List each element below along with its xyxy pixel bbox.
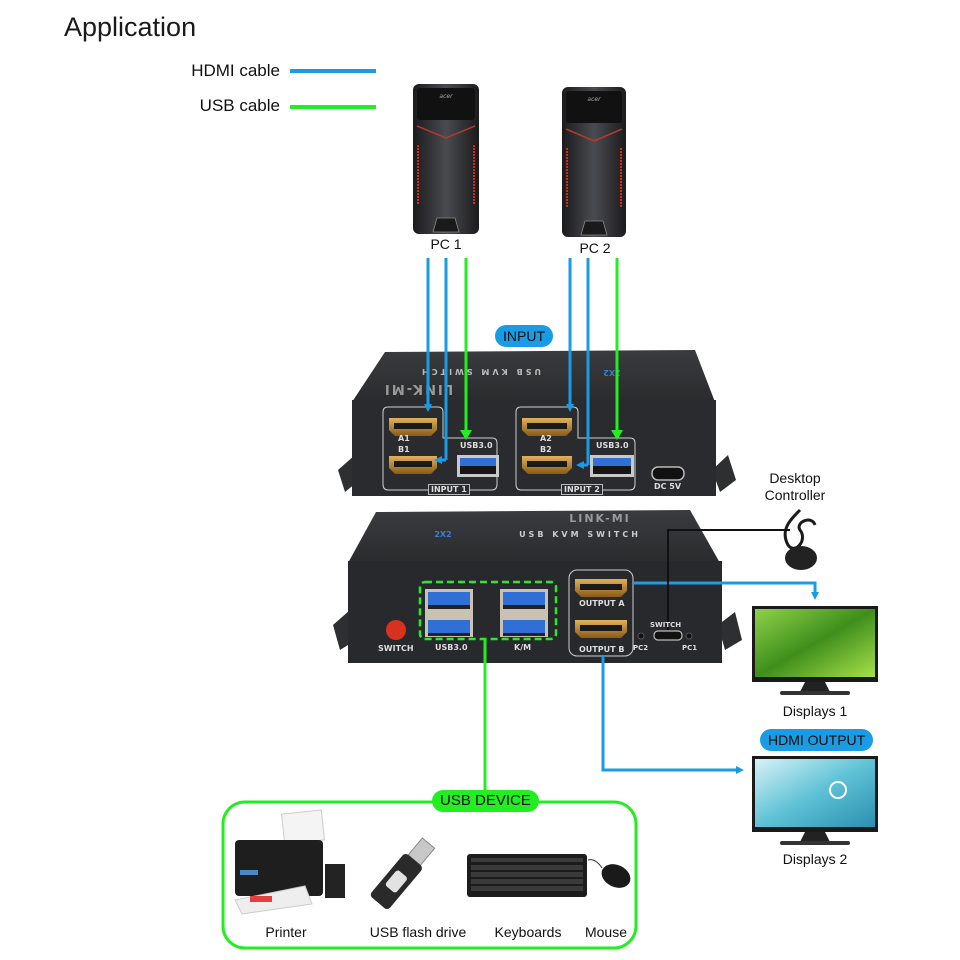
legend-hdmi-swatch	[290, 69, 376, 73]
printer-device	[234, 809, 345, 915]
desktop-controller-device	[783, 508, 817, 570]
legend-usb-swatch	[290, 105, 376, 109]
display-2-label: Displays 2	[782, 851, 848, 867]
port-label-b2: B2	[540, 445, 552, 454]
label-output-b: OUTPUT B	[579, 645, 625, 654]
label-switch-port: SWITCH	[650, 621, 682, 629]
desktop-controller-label-line1: Desktop	[769, 470, 821, 486]
hdmi-port-a1	[389, 418, 437, 436]
diagram-title: Application	[64, 12, 197, 42]
pc2-tower: acer	[562, 87, 626, 237]
svg-text:USB KVM SWITCH: USB KVM SWITCH	[419, 367, 541, 376]
svg-text:LINK-MI: LINK-MI	[383, 381, 453, 396]
dc-power-port	[651, 466, 685, 481]
label-pc2-led: PC2	[633, 644, 649, 652]
label-usb-front: USB3.0	[435, 643, 468, 652]
port-label-b1: B1	[398, 445, 410, 454]
pc2-brand-logo: acer	[587, 96, 601, 103]
desktop-controller-label: Desktop Controller	[750, 470, 840, 504]
svg-text:USB KVM SWITCH: USB KVM SWITCH	[519, 530, 641, 539]
usb-flash-drive-device	[370, 837, 436, 910]
label-switch-button: SWITCH	[378, 644, 414, 653]
switch-button	[386, 620, 406, 640]
legend-hdmi-label: HDMI cable	[191, 61, 280, 80]
display-1-monitor	[752, 606, 878, 695]
usb-ports-front	[425, 589, 548, 637]
usb-port-input2	[590, 455, 634, 477]
label-output-a: OUTPUT A	[579, 599, 625, 608]
kvm-switch-back: USB KVM SWITCH LINK-MI 2X2	[338, 350, 736, 496]
cable-output-a-display1	[633, 581, 819, 600]
label-pc1-led: PC1	[682, 644, 698, 652]
cable-output-b-display2	[601, 656, 744, 774]
usb-flash-drive-label: USB flash drive	[369, 924, 467, 940]
hdmi-port-b1	[389, 456, 437, 474]
hdmi-output-badge: HDMI OUTPUT	[760, 729, 874, 751]
mouse-label: Mouse	[584, 924, 628, 940]
port-label-a1: A1	[398, 434, 410, 443]
input-badge: INPUT	[495, 325, 553, 347]
svg-text:2X2: 2X2	[434, 530, 451, 539]
port-label-usb-input1: USB3.0	[460, 441, 493, 450]
switch-port	[653, 630, 683, 641]
hdmi-output-a	[575, 579, 627, 597]
pc1-brand-logo: acer	[439, 93, 453, 100]
label-km: K/M	[514, 643, 532, 652]
port-label-input1: INPUT 1	[428, 484, 470, 495]
hdmi-port-b2	[522, 456, 572, 474]
pc1-tower: acer	[413, 84, 479, 234]
hdmi-output-b	[575, 620, 627, 638]
usb-device-group	[221, 800, 638, 950]
keyboards-label: Keyboards	[494, 924, 562, 940]
svg-text:LINK-MI: LINK-MI	[569, 512, 630, 525]
mouse-device	[587, 859, 631, 888]
port-label-a2: A2	[540, 434, 552, 443]
hdmi-port-a2	[522, 418, 572, 436]
svg-text:2X2: 2X2	[603, 368, 620, 377]
legend-usb-label: USB cable	[199, 96, 280, 115]
port-label-input2: INPUT 2	[561, 484, 603, 495]
usb-device-badge: USB DEVICE	[432, 790, 539, 812]
keyboard-device	[467, 854, 587, 897]
pc2-label: PC 2	[579, 240, 611, 256]
port-label-usb-input2: USB3.0	[596, 441, 629, 450]
hdmi-cables	[424, 258, 819, 774]
pc1-label: PC 1	[430, 236, 462, 252]
desktop-controller-label-line2: Controller	[764, 487, 826, 503]
display-1-label: Displays 1	[782, 703, 848, 719]
kvm-switch-front: LINK-MI USB KVM SWITCH 2X2	[333, 510, 742, 663]
usb-port-input1	[457, 455, 499, 477]
usb-ports-highlight	[418, 580, 558, 641]
port-label-dc: DC 5V	[654, 482, 682, 491]
usb-cables	[460, 258, 623, 792]
display-2-monitor	[752, 756, 878, 845]
cable-desktop-controller	[667, 529, 790, 630]
printer-label: Printer	[265, 924, 307, 940]
